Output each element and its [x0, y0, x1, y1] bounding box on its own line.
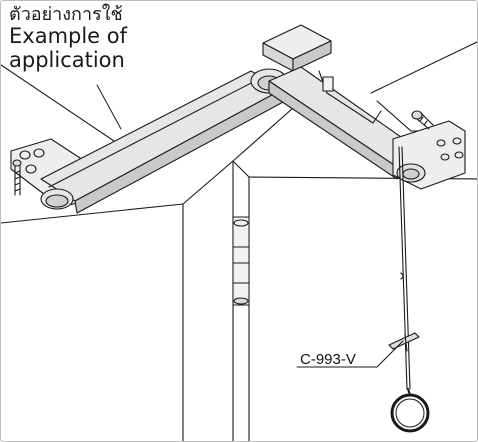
caption-english-line2: application [9, 47, 125, 72]
left-wall [1, 64, 234, 441]
right-bracket [392, 120, 466, 190]
pull-ring [390, 388, 430, 433]
left-screw [12, 159, 22, 196]
part-number-label: C-993-V [300, 351, 356, 368]
right-screw [411, 110, 434, 130]
figure-caption: ตัวอย่างการใช้ Example of application [9, 4, 128, 72]
main-arm [40, 24, 332, 214]
door-hinge [232, 216, 250, 306]
caption-thai: ตัวอย่างการใช้ [9, 4, 123, 25]
release-cord [398, 146, 411, 390]
cord-clip [388, 332, 420, 352]
caption-english-line1: Example of [9, 24, 128, 49]
leader-lines [96, 84, 404, 368]
